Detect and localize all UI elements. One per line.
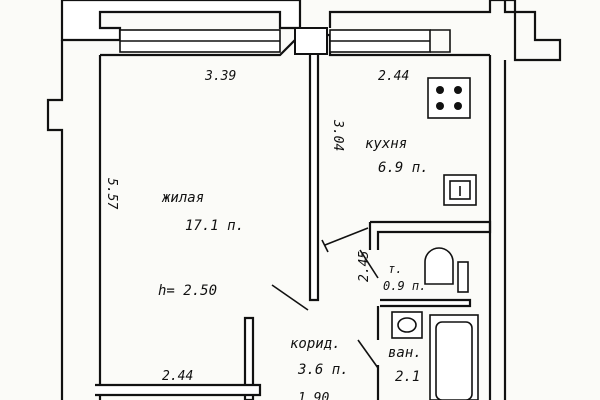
room-living-area: 17.1 п. — [185, 218, 244, 234]
dim-living-length: 5.57 — [104, 178, 119, 209]
exterior-wall-top-right — [328, 0, 562, 62]
room-living-name: жилая — [161, 190, 204, 206]
room-corridor-name: корид. — [290, 336, 341, 352]
exterior-wall-left — [46, 40, 64, 400]
door-kitchen-jamb — [321, 239, 329, 253]
dim-bottom-cut: 1.90 — [298, 391, 329, 400]
washbasin-icon — [391, 311, 423, 339]
stove-icon — [427, 77, 471, 119]
room-living-height: h= 2.50 — [158, 283, 217, 299]
door-kitchen-swing — [324, 227, 369, 246]
dim-corridor-width: 2.45 — [357, 251, 372, 282]
dim-living-width-top: 3.39 — [204, 69, 236, 84]
partition-kitchen-bottom — [370, 220, 492, 250]
bottom-wall — [95, 383, 262, 397]
room-corridor-area: 3.6 п. — [297, 362, 349, 378]
window-jamb-right — [430, 29, 451, 53]
kitchen-sink-icon — [443, 174, 477, 206]
dim-kitchen-width: 2.44 — [378, 69, 409, 84]
partition-living-kitchen — [308, 55, 320, 302]
door-living-swing — [271, 284, 309, 311]
toilet-icon — [424, 247, 469, 293]
room-toilet-area: 0.9 п. — [383, 279, 426, 293]
exterior-wall-top-left — [60, 0, 302, 42]
column — [294, 27, 328, 55]
room-kitchen-area: 6.9 п. — [378, 160, 429, 176]
dim-bottom-width: 2.44 — [162, 369, 193, 384]
windows — [119, 29, 451, 53]
room-bath-area: 2.1 — [395, 369, 420, 385]
doors — [271, 227, 379, 369]
door-bath-swing — [357, 339, 379, 369]
room-bath-name: ван. — [388, 345, 422, 361]
walls — [46, 0, 562, 400]
dim-kitchen-length: 3.04 — [330, 119, 345, 151]
partition-stub — [243, 316, 255, 400]
room-kitchen-name: кухня — [365, 136, 407, 152]
partition-wc-bath — [380, 298, 472, 308]
bathtub-icon — [429, 314, 479, 400]
door-wc-swing — [359, 249, 379, 279]
room-toilet-name: т. — [388, 262, 402, 276]
